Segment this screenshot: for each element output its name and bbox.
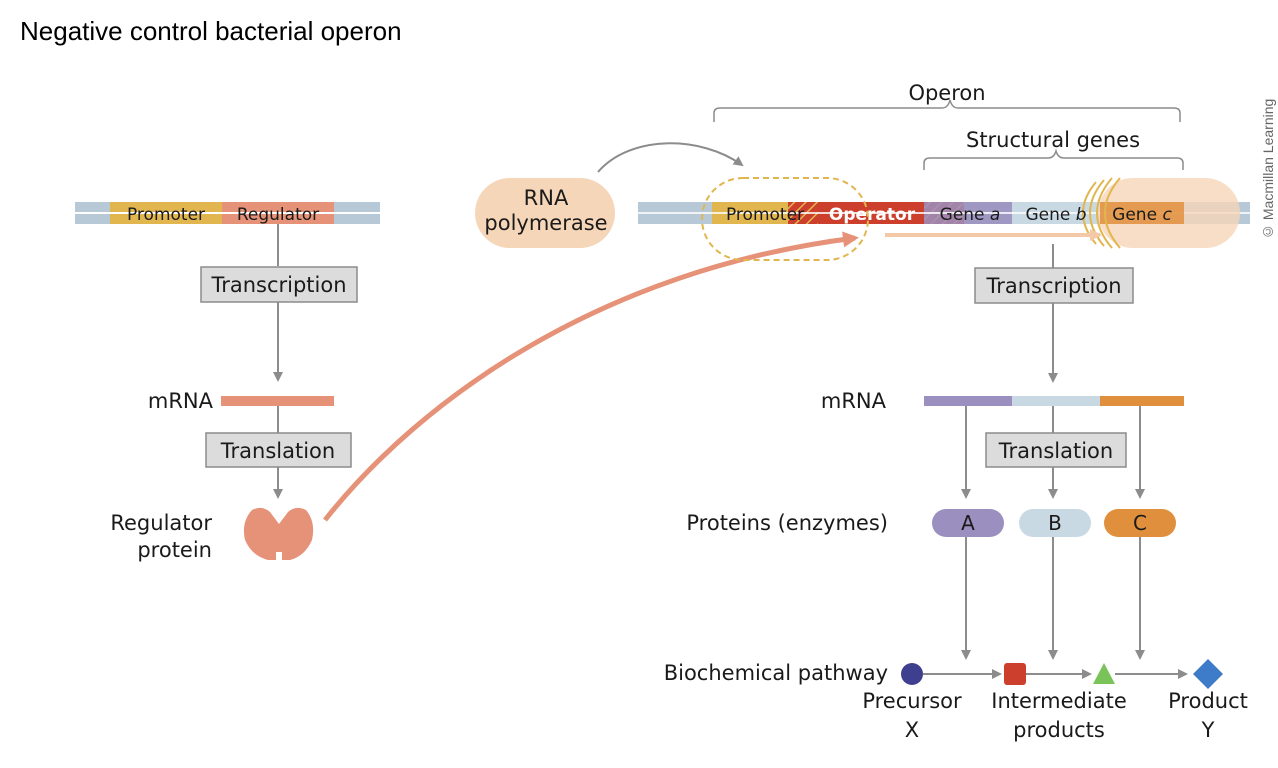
intermediate-triangle-icon (1093, 663, 1115, 684)
protein-a: A (932, 509, 1004, 537)
polymerase-path-arrow (597, 142, 744, 173)
regulator-promoter-label: Promoter (127, 205, 205, 225)
intermediate-square-icon (1004, 663, 1026, 685)
regulator-mrna-strand (221, 396, 334, 406)
regulator-transcription-label: Transcription (210, 273, 346, 297)
product-y-icon (1193, 659, 1223, 689)
intermediate-label-2: products (1013, 718, 1105, 742)
regulator-protein-label-1: Regulator (110, 511, 212, 535)
protein-b-label: B (1048, 511, 1062, 535)
operon-label: Operon (908, 81, 985, 105)
regulator-protein-label-2: protein (137, 538, 212, 562)
page-title: Negative control bacterial operon (20, 16, 402, 46)
product-label-1: Product (1168, 689, 1248, 713)
operon-transcription-box: Transcription (974, 267, 1134, 304)
rna-polymerase-label-2: polymerase (484, 211, 607, 235)
operon-translation-label: Translation (998, 439, 1113, 463)
operon-promoter-label: Promoter (726, 205, 804, 225)
proteins-label: Proteins (enzymes) (686, 511, 888, 535)
operon-translation-box: Translation (985, 432, 1127, 468)
repressor-binding-arrow (323, 231, 859, 522)
operon-mrna-strand (924, 396, 1184, 406)
protein-c-label: C (1133, 511, 1147, 535)
precursor-label-2: X (905, 718, 919, 742)
regulator-gene-label: Regulator (237, 205, 319, 225)
precursor-x-icon (901, 663, 923, 685)
protein-c: C (1104, 509, 1176, 537)
rna-polymerase-label-1: RNA (524, 186, 569, 210)
regulator-mrna-label: mRNA (148, 389, 214, 413)
intermediate-label-1: Intermediate (991, 689, 1127, 713)
structural-genes-label: Structural genes (966, 128, 1140, 152)
precursor-label-1: Precursor (862, 689, 962, 713)
product-label-2: Y (1201, 718, 1215, 742)
gene-b-label: Gene b (1025, 205, 1086, 225)
structural-genes-bracket (923, 148, 1184, 170)
protein-a-label: A (961, 511, 975, 535)
rna-polymerase: RNA polymerase (475, 178, 615, 248)
regulator-translation-box: Translation (205, 432, 352, 468)
regulator-transcription-box: Transcription (200, 266, 358, 303)
protein-b: B (1019, 509, 1091, 537)
blocked-polymerase-outline (701, 177, 869, 261)
gene-c-label: Gene c (1112, 205, 1172, 225)
operon-mrna-label: mRNA (821, 389, 887, 413)
operon-bracket (713, 99, 1181, 122)
operon-transcription-label: Transcription (985, 274, 1121, 298)
regulator-translation-label: Translation (220, 439, 335, 463)
operator-label: Operator (829, 205, 916, 225)
biochemical-pathway-label: Biochemical pathway (664, 661, 888, 685)
gene-a-label: Gene a (940, 205, 1001, 225)
regulator-protein-shape (243, 507, 314, 560)
regulator-gene-dna: Promoter Regulator (75, 202, 380, 225)
